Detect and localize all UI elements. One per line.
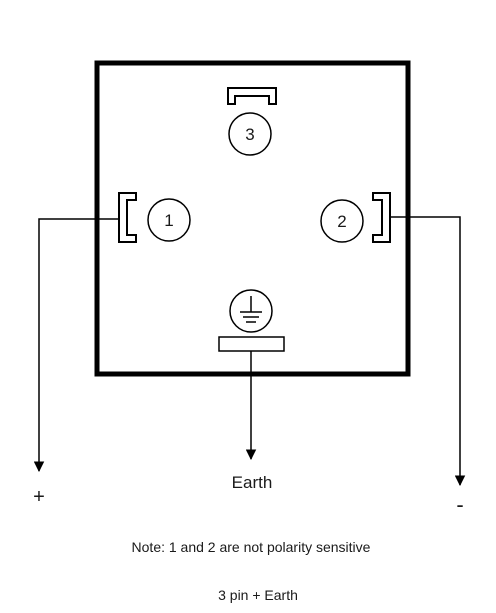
- pin-3-bracket: [227, 87, 277, 105]
- connector-housing: [94, 60, 411, 377]
- ground-icon: [240, 296, 262, 323]
- pin-1-bracket: [118, 192, 137, 243]
- pin-2-bracket: [372, 192, 391, 243]
- pin-3-label: 3: [245, 125, 254, 144]
- earth-contact-bar: [218, 336, 285, 352]
- negative-terminal-label: -: [456, 492, 463, 517]
- positive-terminal-label: +: [33, 486, 45, 508]
- pin-1-label: 1: [164, 211, 173, 230]
- pin-3-circle: [228, 112, 272, 156]
- polarity-note: Note: 1 and 2 are not polarity sensitive: [132, 539, 371, 555]
- pin-2: 2: [320, 192, 391, 243]
- earth-pin: [218, 289, 285, 352]
- earth-terminal-label: Earth: [232, 473, 273, 492]
- pin-3: 3: [227, 87, 277, 156]
- pin-2-label: 2: [337, 212, 346, 231]
- pin-1-circle: [147, 198, 191, 242]
- earth-pin-circle: [229, 289, 273, 333]
- wire-negative: [390, 216, 466, 487]
- pin-2-circle: [320, 199, 364, 243]
- diagram-caption: 3 pin + Earth: [218, 587, 298, 603]
- pin-1: 1: [118, 192, 191, 243]
- wire-positive: [33, 218, 119, 473]
